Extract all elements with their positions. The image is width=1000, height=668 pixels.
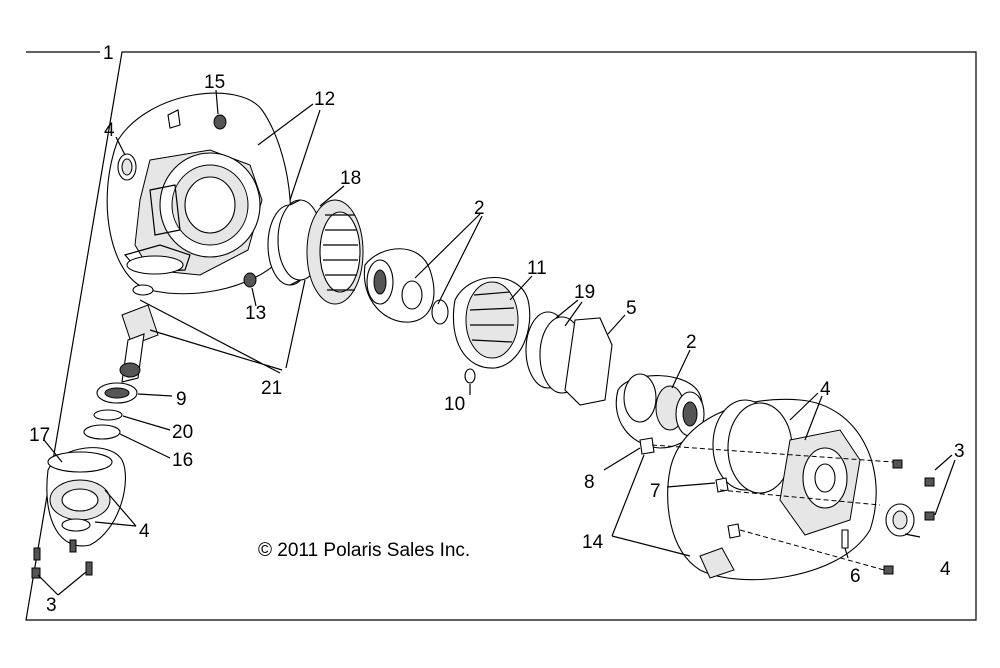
right-bearing-group xyxy=(615,373,705,449)
callout-1: 1 xyxy=(103,43,114,64)
callout-12: 12 xyxy=(314,89,335,110)
callout-labels: 1 15 12 4 18 2 11 19 5 13 2 21 4 9 10 20… xyxy=(29,43,965,616)
pinion-housing-group xyxy=(31,447,126,579)
callout-10: 10 xyxy=(444,394,465,415)
callout-8: 8 xyxy=(584,472,595,493)
callout-2: 2 xyxy=(474,198,485,219)
callout-11: 11 xyxy=(527,258,547,279)
callout-4: 4 xyxy=(940,559,951,580)
callout-6: 6 xyxy=(850,566,861,587)
vent-plug-part xyxy=(213,114,227,130)
callout-3: 3 xyxy=(46,595,57,616)
callout-14: 14 xyxy=(582,532,604,553)
pin-part xyxy=(464,368,476,384)
callout-5: 5 xyxy=(626,298,637,319)
drain-plug-part xyxy=(243,272,257,288)
callout-2: 2 xyxy=(686,332,697,353)
leader-lines xyxy=(37,89,956,596)
callout-20: 20 xyxy=(172,422,193,443)
callout-13: 13 xyxy=(245,303,266,324)
pinion-shaft-group xyxy=(83,284,159,440)
ring-plate-group xyxy=(525,311,613,406)
ring-gear-group xyxy=(267,199,364,305)
callout-21: 21 xyxy=(261,378,282,399)
callout-3: 3 xyxy=(954,441,965,462)
callout-4: 4 xyxy=(104,120,115,141)
callout-19: 19 xyxy=(574,282,595,303)
callout-18: 18 xyxy=(340,168,361,189)
diff-bearing-group xyxy=(363,248,449,325)
callout-9: 9 xyxy=(176,389,187,410)
roller-cage-part xyxy=(465,281,519,359)
callout-7: 7 xyxy=(650,481,661,502)
assembly-frame xyxy=(25,51,977,621)
copyright-notice: © 2011 Polaris Sales Inc. xyxy=(258,540,470,561)
right-cover-group xyxy=(639,398,935,581)
callout-4: 4 xyxy=(139,521,150,542)
callout-4: 4 xyxy=(820,379,831,400)
pinion-gear-part xyxy=(121,304,159,346)
armature-plate-part xyxy=(564,317,613,406)
callout-17: 17 xyxy=(29,425,50,446)
main-housing-group xyxy=(106,92,291,295)
callout-16: 16 xyxy=(172,450,193,471)
clutch-group xyxy=(452,277,531,384)
callout-15: 15 xyxy=(204,72,225,93)
